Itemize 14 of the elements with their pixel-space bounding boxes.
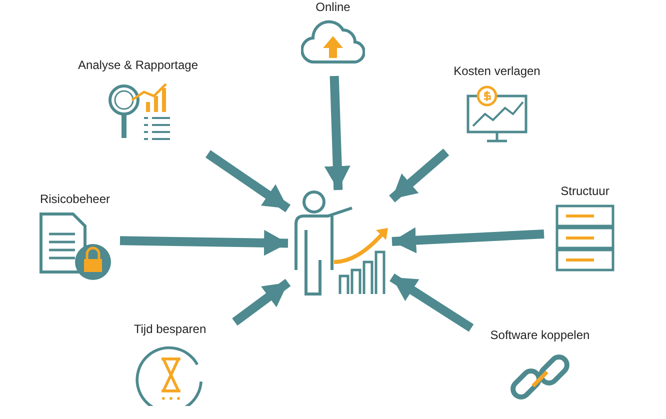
node-label: Risicobeheer: [40, 192, 110, 206]
arrow: [120, 230, 288, 256]
arrow: [389, 148, 450, 202]
node-label: Online: [316, 0, 350, 14]
node-label: Software koppelen: [490, 328, 590, 342]
arrow: [205, 150, 291, 212]
node-label: Analyse & Rapportage: [78, 58, 198, 72]
node-label: Structuur: [560, 184, 610, 198]
arrow: [392, 227, 544, 254]
node-label: Kosten verlagen: [454, 64, 540, 78]
node-label: Tijd besparen: [134, 322, 206, 336]
arrow: [232, 278, 291, 326]
arrow: [390, 273, 474, 332]
arrow: [324, 76, 350, 190]
